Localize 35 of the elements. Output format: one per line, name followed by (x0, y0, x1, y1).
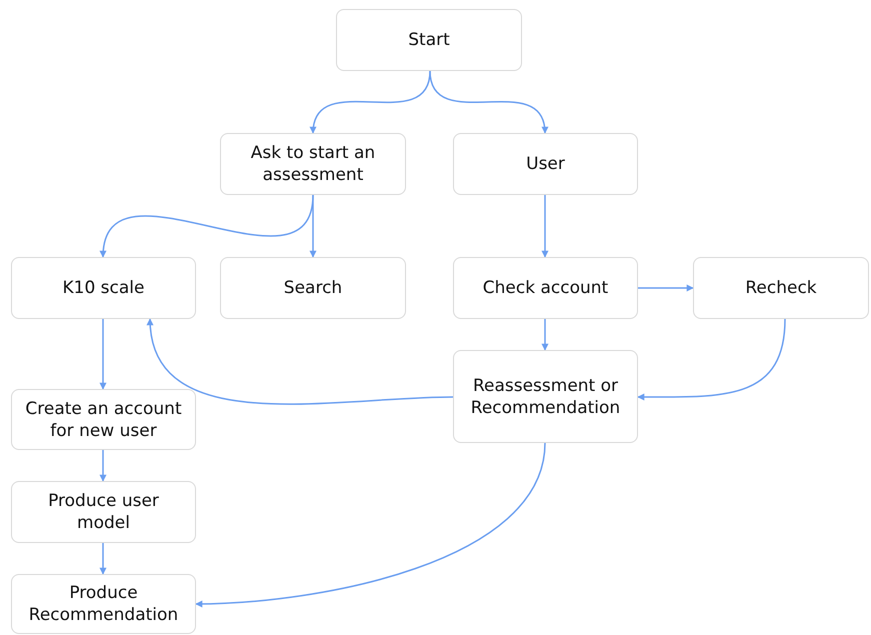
process-box (453, 350, 638, 443)
arrow (100, 319, 106, 390)
arrow (100, 543, 106, 575)
arrow (100, 194, 314, 258)
process-box (220, 257, 406, 319)
arrow (310, 70, 431, 134)
process-box (693, 257, 869, 319)
box-label: Produce Recommendation (28, 582, 180, 626)
arrow (100, 450, 106, 482)
process-box (453, 257, 638, 319)
process-box (11, 389, 196, 450)
arrow (195, 442, 546, 608)
process-box (11, 481, 196, 543)
arrow (310, 195, 316, 258)
arrow (637, 318, 786, 401)
box-label: Ask to start an assessment (250, 142, 376, 186)
process-box (220, 133, 406, 195)
arrow (147, 318, 454, 405)
box-label: K10 scale (62, 277, 146, 299)
process-box (11, 257, 196, 319)
arrow (638, 284, 694, 292)
process-box (453, 133, 638, 195)
box-label: Check account (482, 277, 610, 299)
arrow (429, 70, 548, 134)
box-label: Produce user model (47, 490, 160, 534)
process-box (11, 574, 196, 634)
box-label: User (525, 153, 566, 175)
process-box (336, 9, 522, 71)
box-label: Start (407, 29, 451, 51)
box-label: Create an account for new user (24, 398, 183, 442)
arrow (542, 195, 548, 258)
box-label: Reassessment or Recommendation (470, 374, 622, 418)
arrow (542, 319, 548, 351)
box-label: Recheck (744, 277, 818, 299)
box-label: Search (282, 277, 344, 299)
